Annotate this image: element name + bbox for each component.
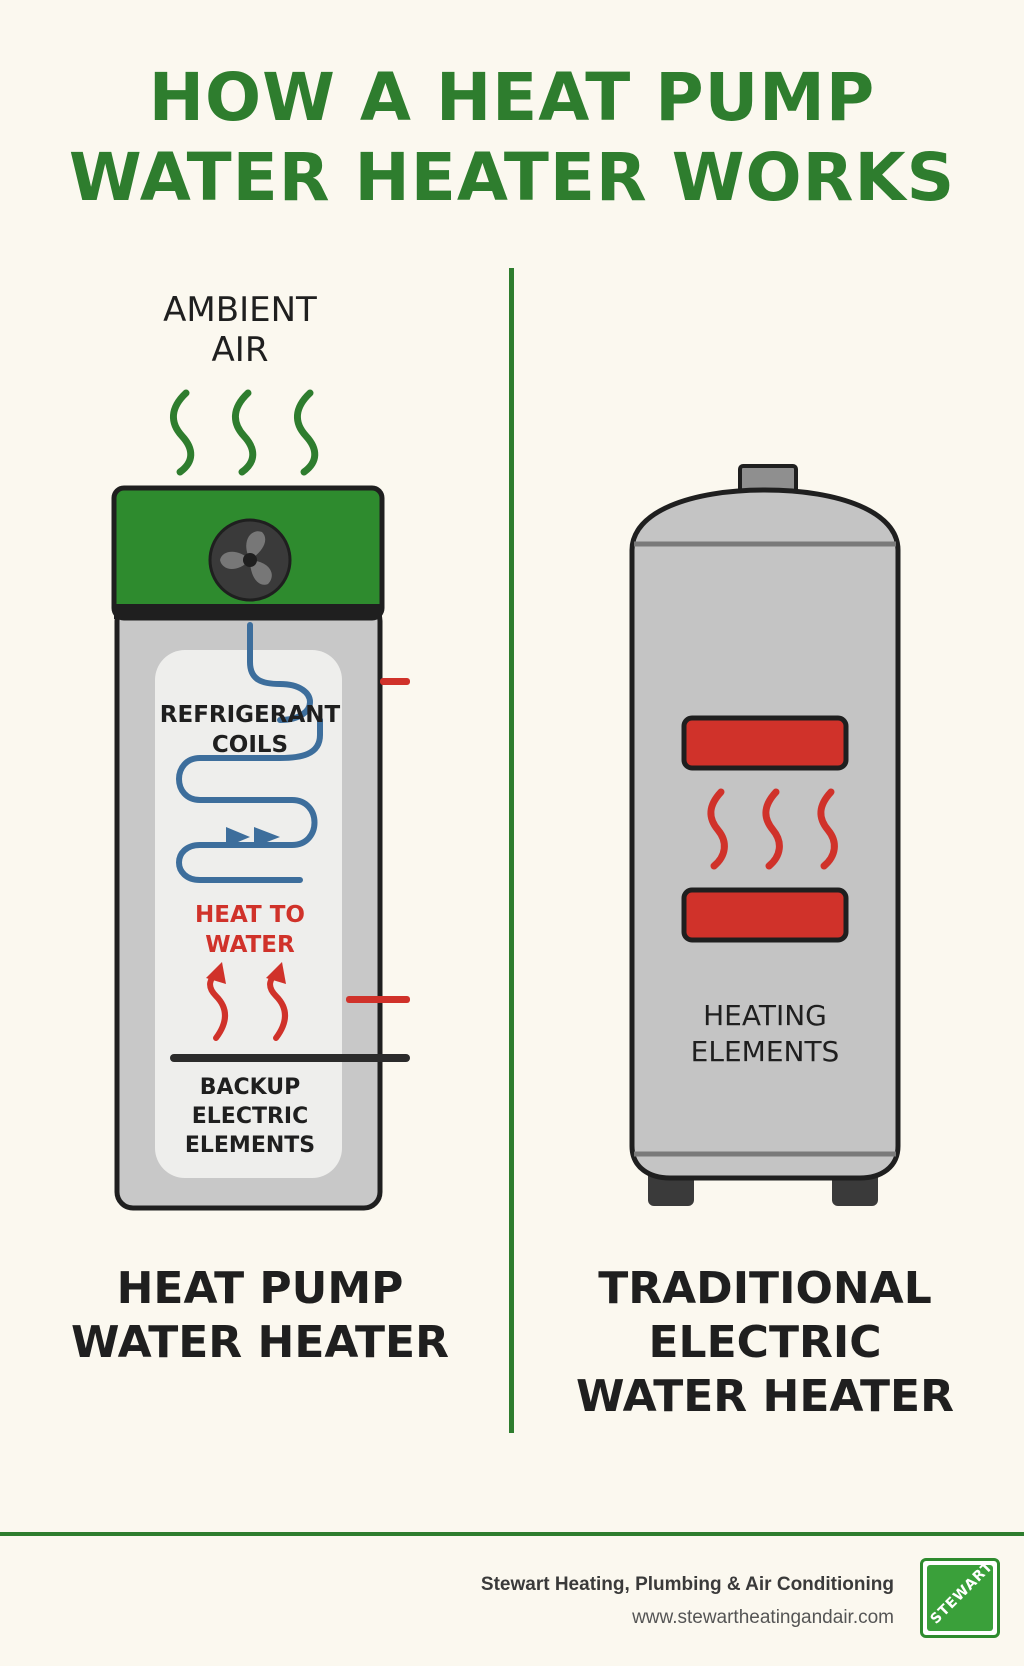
center-divider <box>509 268 514 1433</box>
ambient-air-waves-icon <box>170 389 319 476</box>
logo-badge <box>927 1565 993 1631</box>
heat-pump-water-heater-icon <box>111 485 410 1211</box>
coils-line-2: COILS <box>211 732 289 758</box>
ambient-air-label: AMBIENT AIR <box>140 290 340 370</box>
heat-to-water-label: HEAT TO WATER <box>170 900 330 960</box>
title-line-2: WATER HEATER WORKS <box>68 139 956 216</box>
footer-url[interactable]: www.stewartheatingandair.com <box>632 1607 894 1628</box>
traditional-water-heater-icon <box>629 464 901 1206</box>
footer-divider <box>0 1532 1024 1536</box>
hp-caption-line-1: HEAT PUMP <box>116 1263 404 1314</box>
coil-arrow-icon-2 <box>254 827 280 847</box>
ambient-line-1: AMBIENT <box>163 290 317 330</box>
ambient-line-2: AIR <box>211 330 269 370</box>
heat-pump-caption: HEAT PUMP WATER HEATER <box>70 1262 450 1370</box>
page-title: HOW A HEAT PUMP WATER HEATER WORKS <box>0 58 1024 218</box>
trad-caption-line-2: ELECTRIC <box>648 1317 882 1368</box>
elements-line-1: HEATING <box>703 999 827 1032</box>
pipe-top <box>380 678 410 685</box>
backup-line-1: BACKUP <box>199 1075 301 1100</box>
heating-element-top <box>681 715 849 771</box>
trad-caption-line-1: TRADITIONAL <box>598 1263 932 1314</box>
hp-caption-line-2: WATER HEATER <box>71 1317 449 1368</box>
title-line-1: HOW A HEAT PUMP <box>148 59 876 136</box>
fan-icon <box>208 518 292 602</box>
heat-waves-icon <box>707 788 838 870</box>
coil-arrow-icon <box>226 827 250 847</box>
footer-company-name: Stewart Heating, Plumbing & Air Conditio… <box>480 1574 894 1595</box>
refrigerant-coil-lower-icon <box>176 717 323 883</box>
heating-elements-label: HEATING ELEMENTS <box>640 998 890 1070</box>
coils-line-1: REFRIGERANT <box>159 702 341 728</box>
backup-element-bar <box>170 1054 410 1062</box>
traditional-caption: TRADITIONAL ELECTRIC WATER HEATER <box>570 1262 960 1424</box>
refrigerant-coils-label: REFRIGERANT COILS <box>150 700 350 760</box>
stewart-logo-icon: STEWART <box>920 1558 1000 1638</box>
pipe-bottom <box>346 996 410 1003</box>
backup-elements-label: BACKUP ELECTRIC ELEMENTS <box>160 1073 340 1160</box>
backup-line-3: ELEMENTS <box>184 1133 316 1158</box>
trad-caption-line-3: WATER HEATER <box>576 1371 954 1422</box>
refrigerant-coil-icon <box>247 622 313 723</box>
elements-line-2: ELEMENTS <box>690 1035 840 1068</box>
backup-line-2: ELECTRIC <box>191 1104 309 1129</box>
heat-line-1: HEAT TO <box>195 902 305 928</box>
heating-element-bottom <box>681 887 849 943</box>
heat-line-2: WATER <box>205 932 295 958</box>
